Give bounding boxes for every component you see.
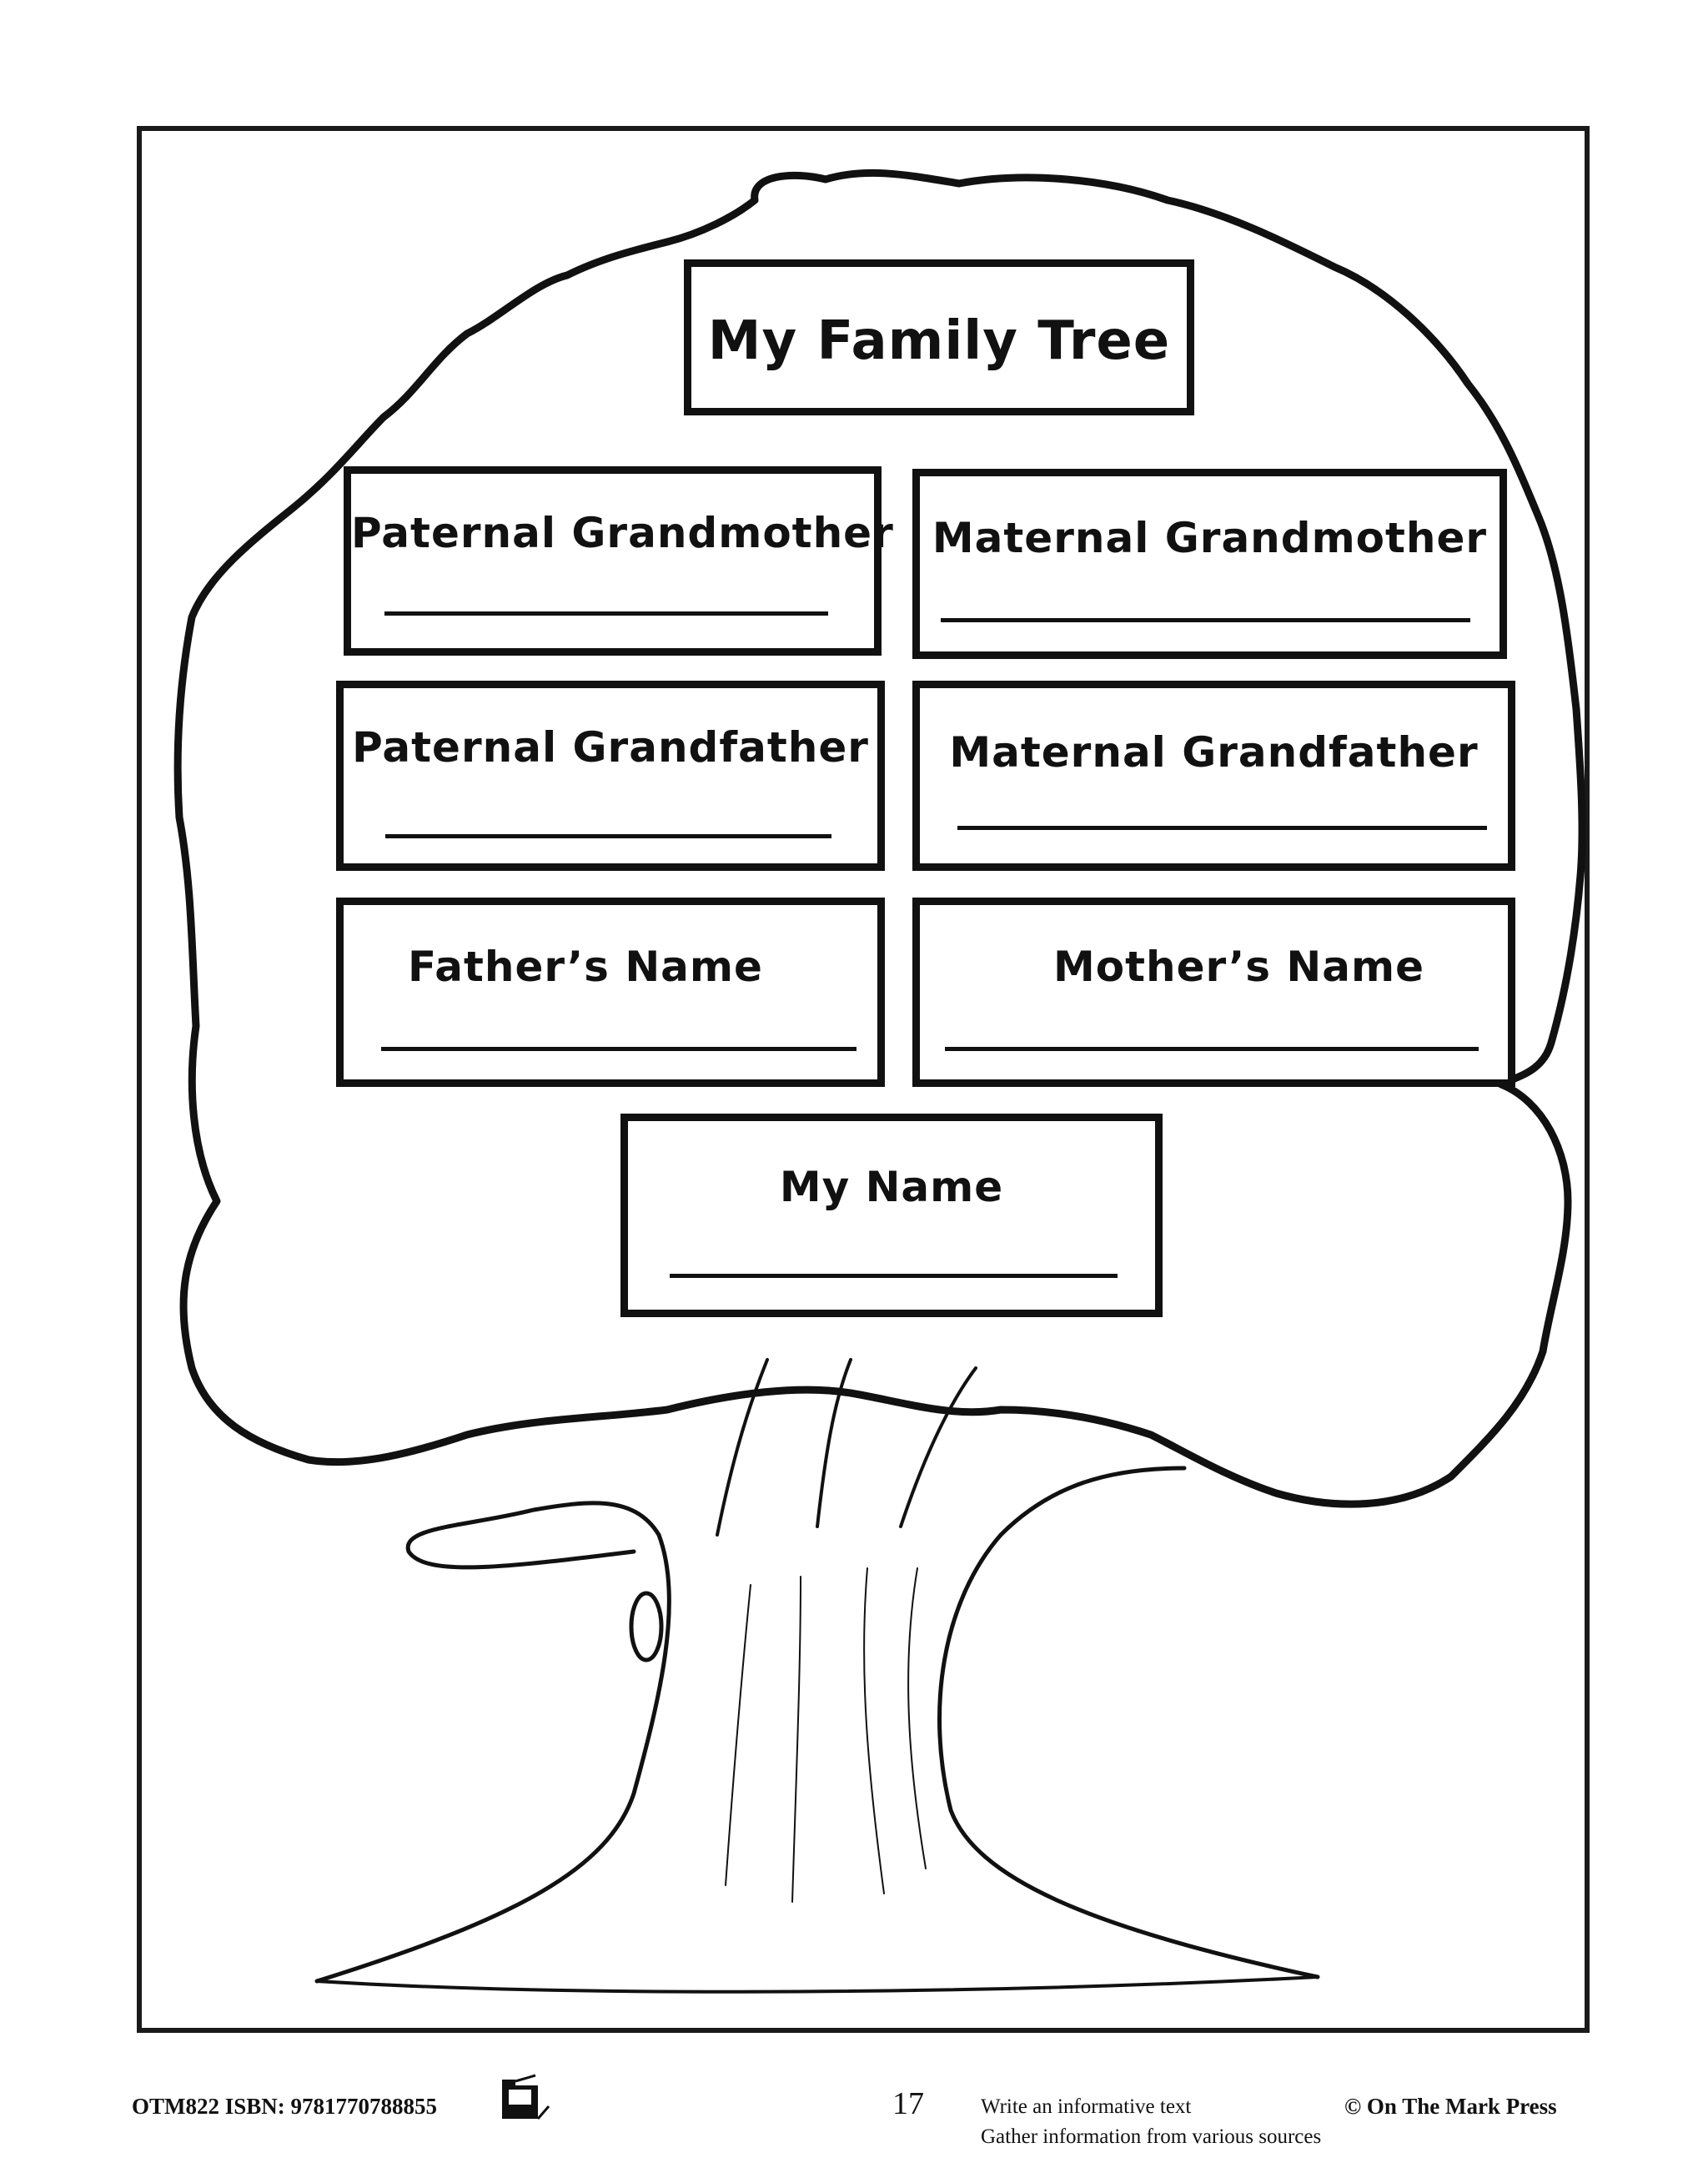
maternal-grandmother-label: Maternal Grandmother (932, 514, 1488, 562)
page-border (137, 126, 1590, 2033)
page-title: My Family Tree (707, 310, 1171, 372)
maternal-grandmother-field[interactable] (941, 618, 1470, 622)
paternal-grandmother-box: Paternal Grandmother (344, 466, 894, 656)
skill-2: Gather information from various sources (981, 2125, 1322, 2148)
my-name-label: My Name (779, 1163, 1004, 1211)
mother-field[interactable] (945, 1047, 1479, 1051)
mother-box: Mother’s Name (912, 898, 1515, 1087)
tree-trunk (314, 1358, 1320, 1994)
maternal-grandfather-label: Maternal Grandfather (949, 728, 1479, 777)
father-field[interactable] (381, 1047, 857, 1051)
paternal-grandfather-label: Paternal Grandfather (352, 723, 869, 772)
paternal-grandfather-box: Paternal Grandfather (336, 681, 885, 871)
maternal-grandfather-field[interactable] (957, 826, 1487, 830)
footer-code-isbn: OTM822 ISBN: 9781770788855 (132, 2094, 438, 2119)
paternal-grandfather-field[interactable] (385, 834, 831, 838)
maternal-grandmother-box: Maternal Grandmother (912, 469, 1507, 659)
my-name-field[interactable] (670, 1274, 1118, 1278)
tree-canopy (173, 169, 1586, 1508)
photocopier-icon (502, 2074, 550, 2120)
paternal-grandmother-label: Paternal Grandmother (351, 509, 894, 557)
title-box: My Family Tree (684, 259, 1194, 415)
my-name-box: My Name (620, 1114, 1163, 1317)
page-number: 17 (892, 2086, 924, 2121)
father-label: Father’s Name (408, 943, 763, 991)
copyright: © On The Mark Press (1344, 2094, 1557, 2119)
paternal-grandmother-field[interactable] (384, 611, 828, 616)
maternal-grandfather-box: Maternal Grandfather (912, 681, 1515, 871)
mother-label: Mother’s Name (1052, 943, 1425, 991)
skill-1: Write an informative text (981, 2095, 1192, 2118)
father-box: Father’s Name (336, 898, 885, 1087)
